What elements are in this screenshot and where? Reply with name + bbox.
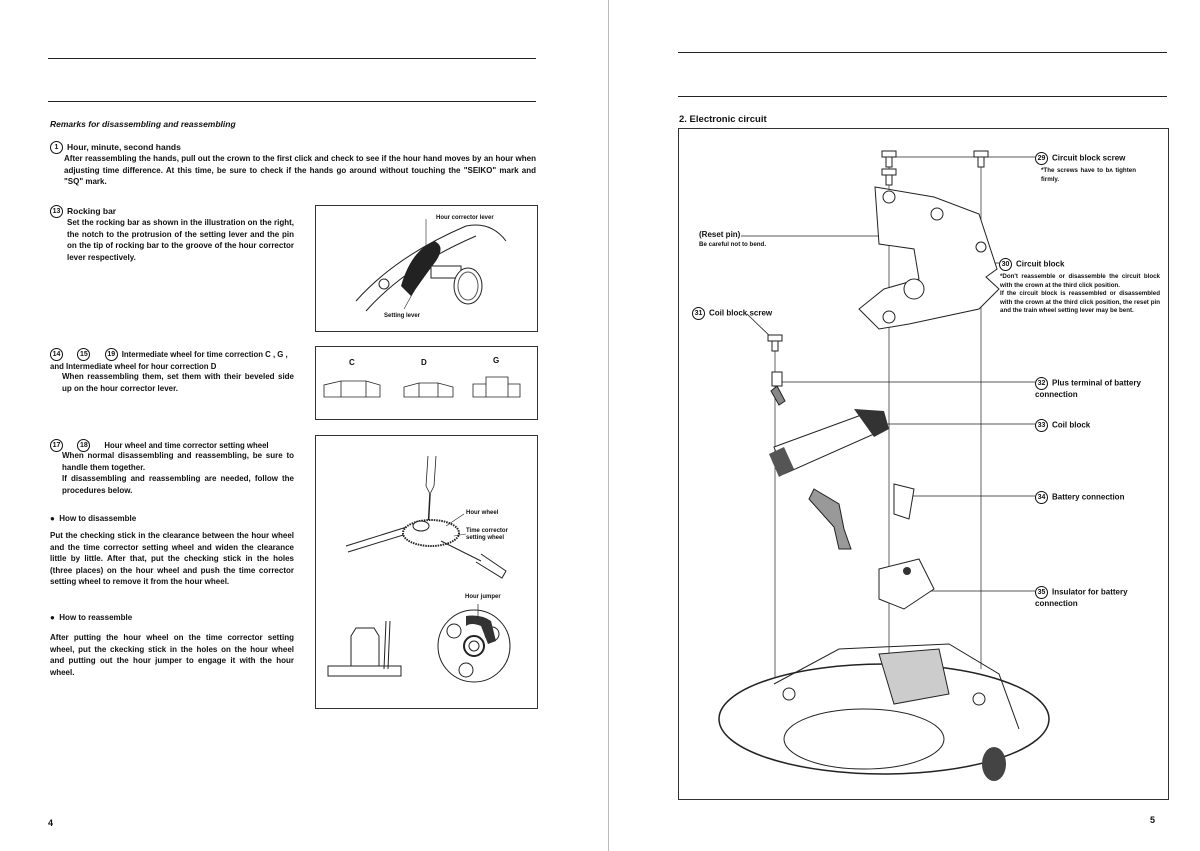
header-rule — [48, 58, 536, 59]
heading-text: How to reassemble — [59, 613, 133, 622]
reset-pin-label: (Reset pin) — [699, 230, 741, 239]
item-heading: 13 Rocking bar — [50, 205, 116, 218]
callout-label: Coil block screw — [709, 308, 773, 318]
rocking-bar-illustration — [355, 219, 507, 312]
callout-number: 33 — [1035, 419, 1048, 432]
item-number: 14 — [50, 348, 63, 361]
callout-coil-block-screw: 31 Coil block screw — [692, 307, 772, 320]
page-number: 4 — [48, 818, 54, 828]
header-rule — [48, 101, 536, 102]
item-number: 17 — [50, 439, 63, 452]
callout-circuit-block-screw: 29 Circuit block screw — [1035, 152, 1125, 165]
disassemble-body: Put the checking stick in the clearance … — [50, 531, 294, 586]
callout-number: 31 — [692, 307, 705, 320]
figure-label: Hour jumper — [465, 594, 501, 600]
page-gutter — [608, 0, 609, 851]
figure-label: Setting lever — [384, 313, 421, 319]
callout-number: 32 — [1035, 377, 1048, 390]
figure-label: Hour corrector lever — [436, 215, 494, 221]
item-title: Hour, minute, second hands — [67, 141, 181, 152]
callout-coil-block: 33 Coil block — [1035, 419, 1090, 432]
callout-battery-connection: 34 Battery connection — [1035, 491, 1124, 504]
item-number: 15 — [77, 348, 91, 361]
section-title: Remarks for disassembling and reassembli… — [50, 119, 236, 129]
wheel-label-g: G — [493, 356, 500, 365]
figure-label: Time corrector setting wheel — [466, 528, 508, 541]
item-number: 1 — [50, 141, 63, 154]
item-number: 18 — [77, 439, 91, 452]
item-number: 13 — [50, 205, 63, 218]
item-title: Rocking bar — [67, 205, 117, 216]
callout-label: Plus terminal of battery connection — [1035, 378, 1141, 399]
exploded-view-illustration — [718, 150, 1050, 781]
heading-text: How to disassemble — [59, 514, 137, 523]
callout-number: 34 — [1035, 491, 1048, 504]
wheels-illustration — [323, 376, 521, 398]
item-body: When normal disassembling and reassembli… — [62, 451, 294, 495]
callout-label: Insulator for battery connection — [1035, 587, 1128, 608]
callout-label: Circuit block screw — [1052, 153, 1126, 163]
reassemble-body: After putting the hour wheel on the time… — [50, 633, 294, 677]
item-title: Hour wheel and time corrector setting wh… — [104, 440, 269, 450]
callout-label: Coil block — [1052, 420, 1091, 430]
item-heading: 1 Hour, minute, second hands — [50, 141, 181, 154]
page-number: 5 — [1150, 815, 1156, 825]
item-body: After reassembling the hands, pull out t… — [64, 154, 536, 186]
header-rule — [678, 96, 1167, 97]
figure-label: Hour wheel — [466, 510, 499, 516]
item-body: Set the rocking bar as shown in the illu… — [67, 218, 294, 262]
section-title: 2. Electronic circuit — [679, 114, 767, 125]
item-title: Intermediate wheel for time correction C… — [50, 349, 288, 371]
callout-circuit-block: 30 Circuit block — [999, 258, 1064, 271]
header-rule — [678, 52, 1167, 53]
hour-wheel-figure: Hour wheel Time corrector setting wheel … — [315, 435, 538, 709]
callout-number: 29 — [1035, 152, 1048, 165]
item-heading: 17 18 Hour wheel and time corrector setti… — [50, 439, 269, 452]
callout-number: 30 — [999, 258, 1012, 271]
item-body: When reassembling them, set them with th… — [62, 372, 294, 393]
rocking-bar-figure: Hour corrector lever Setting lever — [315, 205, 538, 332]
reassemble-heading: ● How to reassemble — [50, 613, 133, 622]
item-number: 19 — [104, 348, 118, 361]
callout-label: Circuit block — [1016, 259, 1065, 269]
hour-wheel-illustration — [327, 455, 511, 683]
callout-note: *The screws have to bʌ tighten firmly. — [1041, 167, 1136, 183]
disassemble-heading: ● How to disassemble — [50, 514, 137, 523]
reset-pin-note: Be careful not to bend. — [699, 241, 767, 248]
wheel-label-d: D — [421, 358, 427, 367]
electronic-circuit-figure: 29 Circuit block screw *The screws have t… — [678, 128, 1169, 800]
callout-note: *Don't reassemble or disassemble the cir… — [1000, 273, 1160, 314]
wheel-label-c: C — [349, 358, 355, 367]
callout-label: Battery connection — [1052, 492, 1125, 502]
wheels-figure: C D G — [315, 346, 538, 420]
callout-number: 35 — [1035, 586, 1048, 599]
